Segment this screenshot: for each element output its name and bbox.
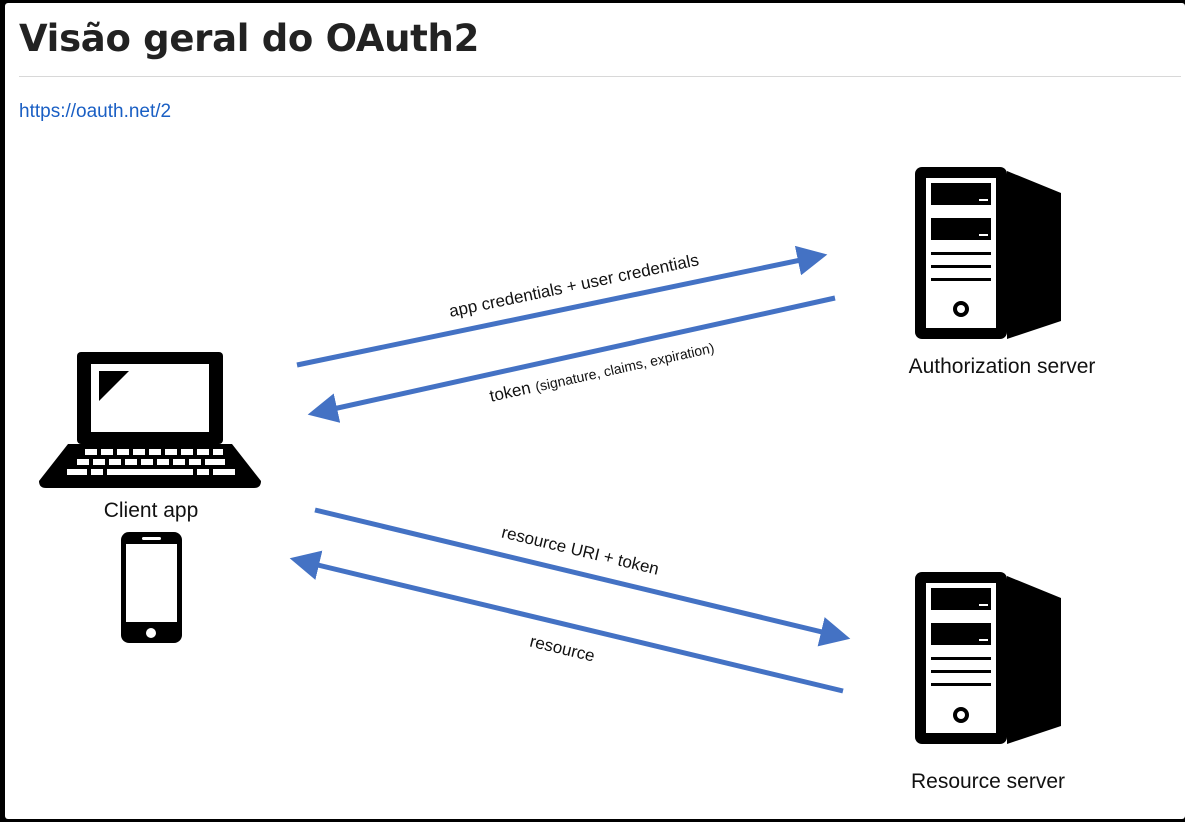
edge-label-credentials: app credentials + user credentials xyxy=(447,250,700,321)
resource-server-icon xyxy=(915,572,1061,744)
authorization-server-icon xyxy=(915,167,1061,339)
laptop-icon xyxy=(39,352,261,488)
oauth2-flow-diagram: Client app Authorization server xyxy=(39,167,1096,793)
edge-label-resource-request: resource URI + token xyxy=(500,523,661,579)
client-app-label: Client app xyxy=(104,499,199,522)
arrow-request-to-resource xyxy=(314,507,851,647)
authorization-server-label: Authorization server xyxy=(909,355,1096,378)
arrow-token-to-client xyxy=(307,295,836,423)
edge-label-resource: resource xyxy=(528,632,597,666)
arrow-credentials-to-auth xyxy=(296,245,828,368)
oauth-link[interactable]: https://oauth.net/2 xyxy=(19,101,172,122)
phone-icon xyxy=(121,532,182,643)
page-title: Visão geral do OAuth2 xyxy=(19,17,480,60)
edge-label-token-detail: (signature, claims, expiration) xyxy=(534,339,716,394)
resource-server-label: Resource server xyxy=(911,770,1065,793)
page-container: Visão geral do OAuth2 https://oauth.net/… xyxy=(5,3,1185,819)
title-divider xyxy=(19,76,1181,77)
arrow-resource-to-client xyxy=(289,550,844,694)
edge-label-token: token xyxy=(488,378,533,406)
